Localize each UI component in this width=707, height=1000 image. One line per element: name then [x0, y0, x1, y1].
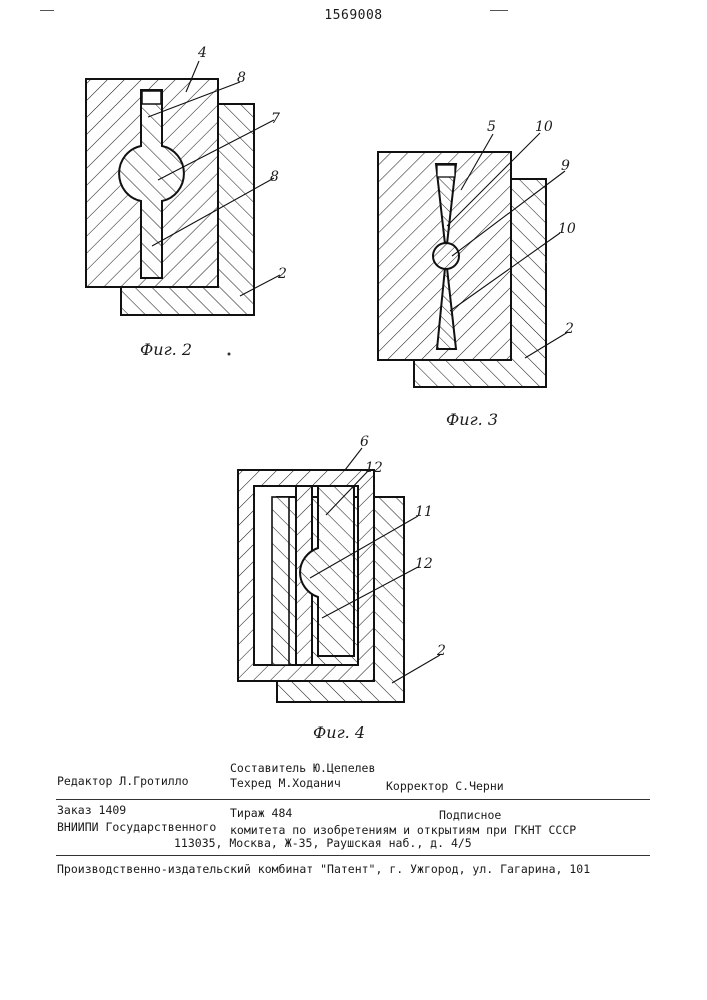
org-line2: 113035, Москва, Ж-35, Раушская наб., д. … [174, 836, 472, 850]
rule-bottom [56, 855, 650, 856]
compiler: Составитель Ю.Цепелев [230, 761, 375, 775]
editor: Редактор Л.Гротилло [57, 774, 189, 788]
circulation: Тираж 484 [230, 806, 292, 820]
publisher: Производственно-издательский комбинат "П… [57, 862, 590, 876]
subscription: Подписное [439, 808, 501, 822]
corrector: Корректор С.Черни [386, 779, 504, 793]
org-line1-left: ВНИИПИ Государственного [57, 820, 216, 834]
rule-top [56, 799, 650, 800]
org-line1-right: комитета по изобретениям и открытиям при… [230, 823, 576, 837]
techred: Техред М.Ходанич [230, 776, 341, 790]
order: Заказ 1409 [57, 803, 126, 817]
